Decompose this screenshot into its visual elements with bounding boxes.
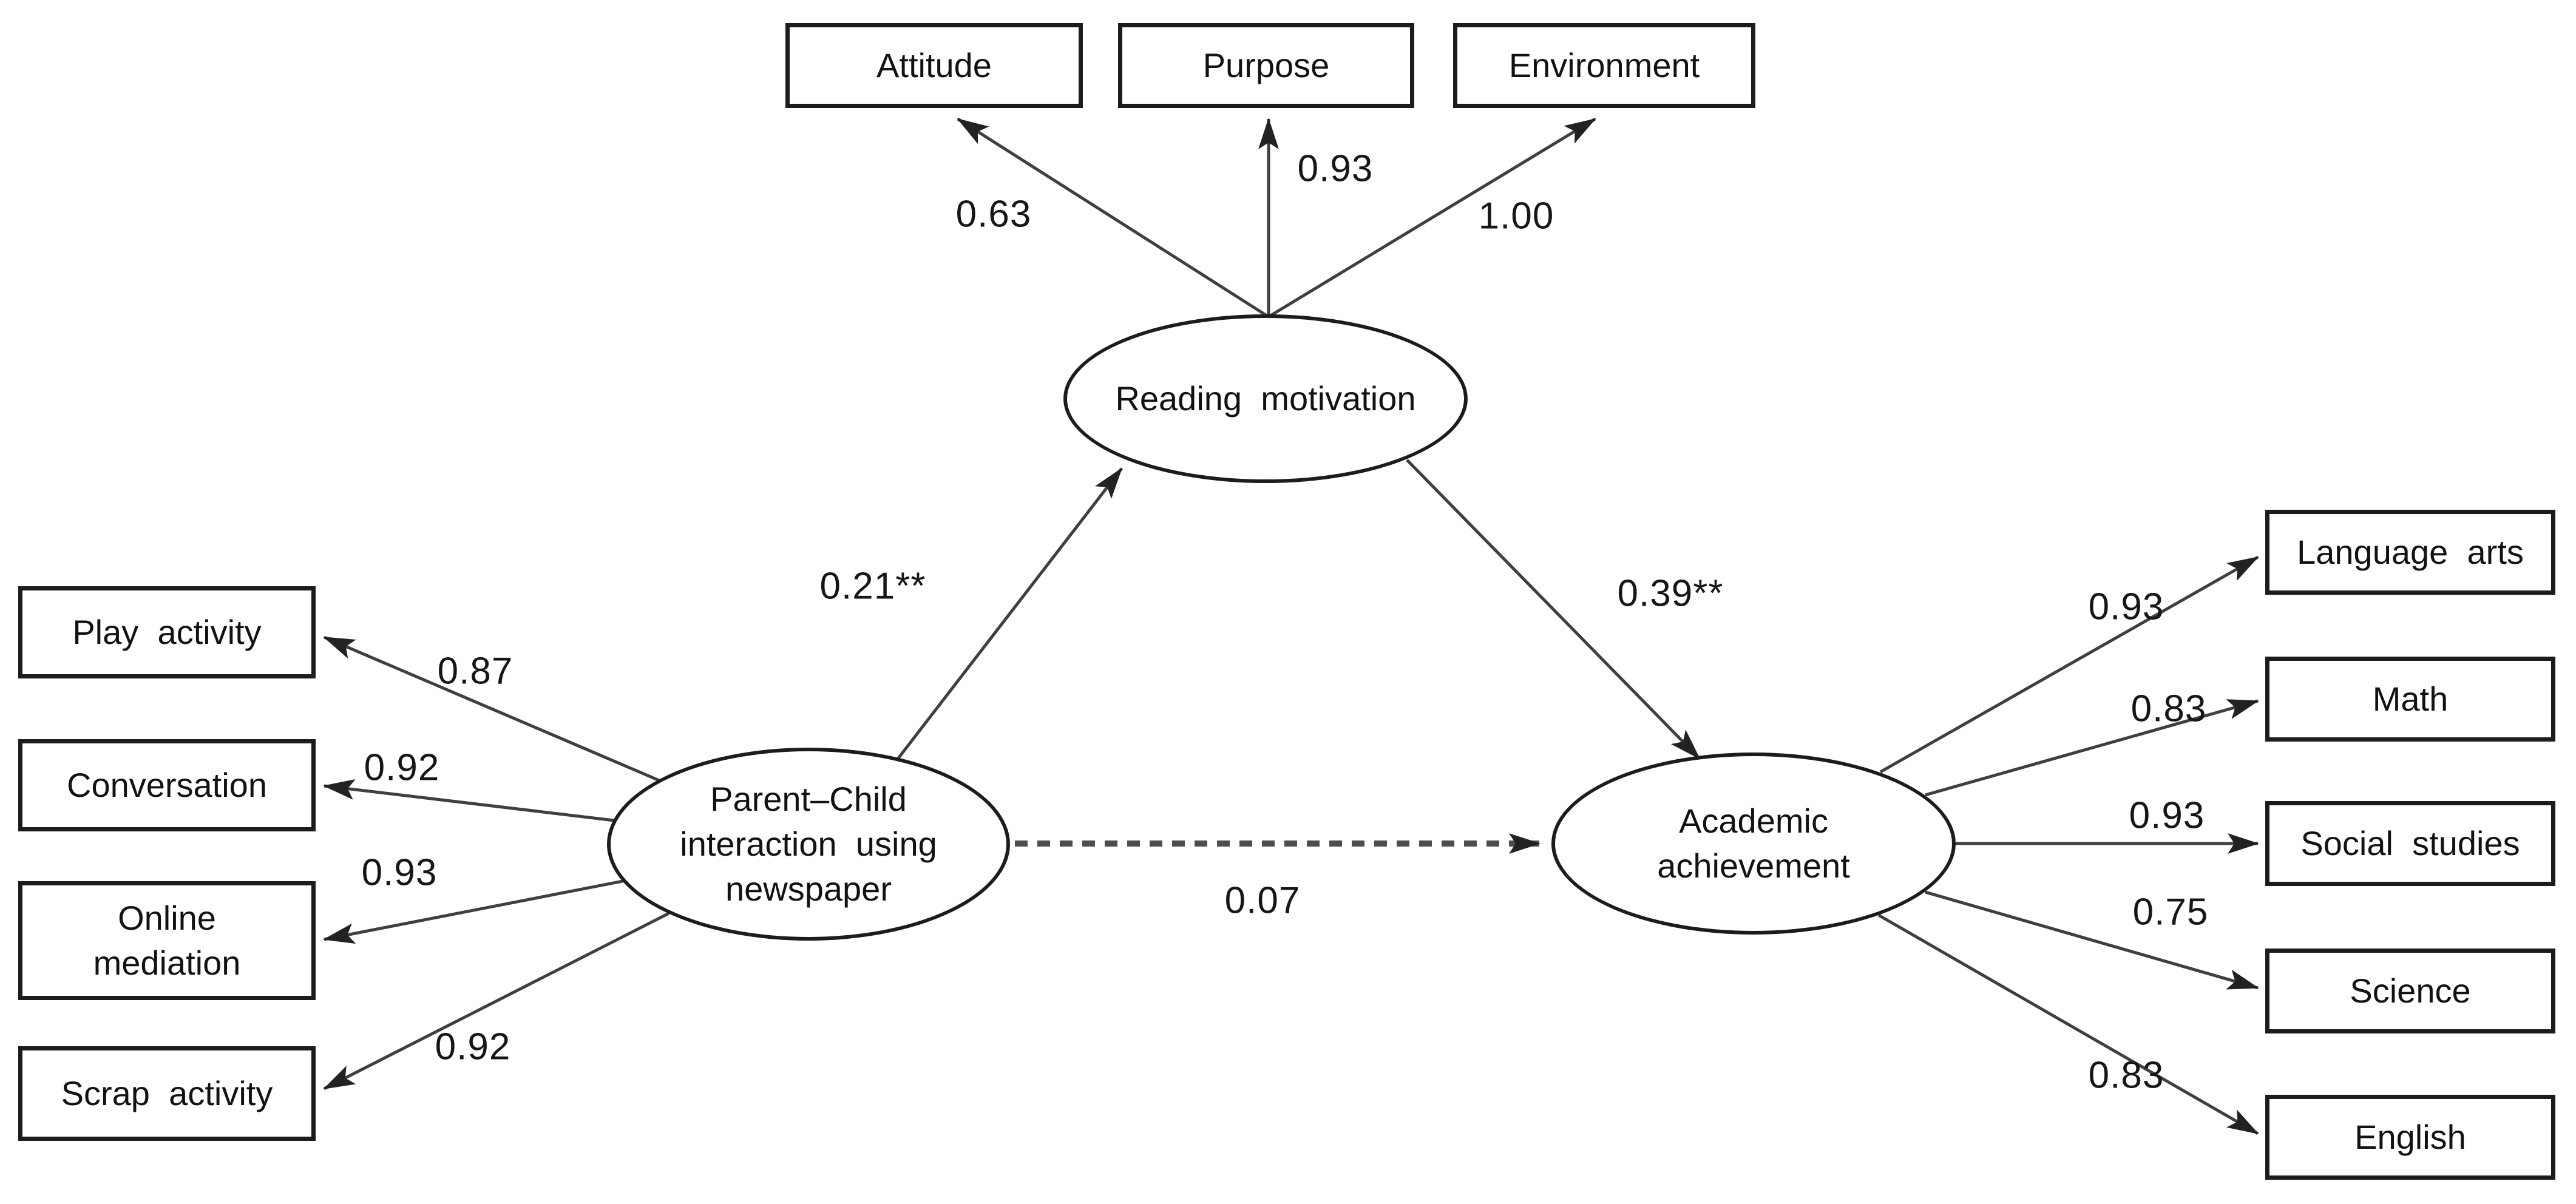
latent-academic-achievement: Academic achievement	[1551, 752, 1956, 935]
indicator-math-label: Math	[2372, 680, 2449, 719]
loading-attitude: 0.63	[955, 193, 1032, 235]
edge-academic-to-science	[1925, 890, 2259, 990]
edge-parent-to-play-activity	[323, 635, 660, 782]
indicator-science: Science	[2265, 949, 2555, 1033]
loading-purpose: 0.93	[1297, 147, 1374, 190]
coefficient-parent-to-academic: 0.07	[1224, 879, 1301, 922]
loading-language-arts: 0.93	[2088, 586, 2164, 628]
indicator-social-studies-label: Social studies	[2300, 824, 2520, 863]
indicator-science-label: Science	[2350, 972, 2471, 1010]
indicator-purpose-label: Purpose	[1202, 46, 1330, 85]
indicator-english: English	[2265, 1095, 2555, 1180]
indicator-purpose: Purpose	[1118, 23, 1414, 108]
indicator-english-label: English	[2354, 1118, 2466, 1157]
coefficient-reading-to-academic: 0.39**	[1617, 572, 1724, 615]
indicator-language-arts: Language arts	[2265, 510, 2555, 595]
edge-academic-to-english	[1877, 913, 2259, 1135]
edge-parent-to-online-mediation	[323, 879, 623, 944]
indicator-attitude-label: Attitude	[876, 46, 992, 85]
latent-parent-child-interaction-label: Parent–Child interaction using newspaper	[680, 780, 937, 908]
latent-parent-child-interaction: Parent–Child interaction using newspaper	[607, 748, 1010, 941]
loading-math: 0.83	[2130, 688, 2207, 730]
edge-parent-to-scrap-activity	[323, 911, 670, 1091]
edge-reading-to-attitude	[957, 117, 1270, 319]
indicator-environment: Environment	[1453, 23, 1755, 108]
path-reading-to-academic	[1406, 459, 1701, 760]
loading-english: 0.83	[2088, 1054, 2164, 1097]
indicator-scrap-activity-label: Scrap activity	[61, 1074, 273, 1113]
latent-academic-achievement-label: Academic achievement	[1657, 802, 1850, 885]
edge-academic-to-math	[1925, 699, 2259, 797]
indicator-math: Math	[2265, 657, 2555, 742]
indicator-social-studies: Social studies	[2265, 801, 2555, 886]
indicator-play-activity-label: Play activity	[72, 613, 262, 652]
indicator-language-arts-label: Language arts	[2297, 533, 2524, 572]
loading-scrap-activity: 0.92	[435, 1026, 511, 1068]
loading-online-mediation: 0.93	[361, 851, 438, 894]
edge-reading-to-environment	[1267, 117, 1596, 319]
indicator-conversation: Conversation	[18, 739, 316, 831]
loading-social-studies: 0.93	[2129, 794, 2205, 837]
latent-reading-motivation: Reading motivation	[1063, 314, 1468, 483]
indicator-environment-label: Environment	[1508, 46, 1700, 85]
indicator-online-mediation-label: Online mediation	[93, 899, 241, 982]
indicator-attitude: Attitude	[785, 23, 1083, 108]
loading-conversation: 0.92	[364, 746, 440, 789]
loading-science: 0.75	[2132, 891, 2209, 933]
loading-environment: 1.00	[1478, 195, 1554, 237]
edge-parent-to-conversation	[323, 779, 615, 822]
indicator-scrap-activity: Scrap activity	[18, 1046, 316, 1141]
latent-reading-motivation-label: Reading motivation	[1115, 379, 1416, 418]
coefficient-parent-to-reading: 0.21**	[819, 565, 926, 607]
indicator-conversation-label: Conversation	[67, 766, 267, 805]
edge-academic-to-language-arts	[1879, 555, 2259, 774]
indicator-play-activity: Play activity	[18, 586, 316, 678]
indicator-online-mediation: Online mediation	[18, 881, 316, 1000]
loading-play-activity: 0.87	[437, 650, 514, 692]
path-parent-to-reading	[896, 467, 1123, 761]
